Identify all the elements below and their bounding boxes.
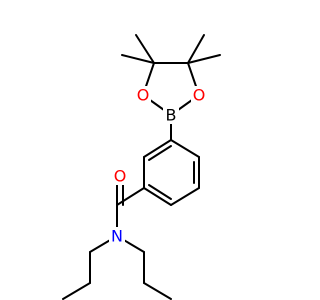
bond-layer: [62, 34, 221, 300]
atom-oxygen-left: O: [135, 86, 151, 105]
atom-label-boron: B: [166, 106, 177, 125]
atom-nitrogen: N: [109, 227, 125, 246]
atom-oxygen-right: O: [191, 86, 207, 105]
structure-diagram: B O O O N: [62, 34, 221, 300]
bond-ring-inner-b: [148, 184, 172, 200]
structure-canvas: B O O O N: [62, 34, 221, 300]
atom-label-carbonyl-oxygen: O: [114, 167, 127, 186]
bond-n-propyl-left-3: [62, 282, 91, 300]
bond-ring-3-4: [170, 187, 200, 206]
bond-ring-1-2: [170, 139, 200, 158]
bond-aryl-carbonyl: [116, 187, 145, 206]
bond-methyl-c5-up: [187, 34, 205, 64]
atom-label-oxygen-left: O: [137, 86, 150, 105]
bond-ring-6-1: [143, 139, 172, 158]
atom-label-oxygen-right: O: [193, 86, 206, 105]
atom-label-nitrogen: N: [111, 227, 123, 246]
atom-label-layer: B O O O N: [109, 86, 207, 246]
bond-n-propyl-right-3: [143, 282, 172, 300]
bond-methyl-c4-up: [135, 34, 155, 64]
atom-carbonyl-oxygen: O: [112, 167, 128, 186]
bond-ring-4-5: [143, 187, 172, 206]
atom-boron: B: [163, 106, 179, 125]
bond-methyl-c4-left: [121, 54, 155, 64]
bond-methyl-c5-right: [187, 54, 221, 64]
bond-ring-inner-c: [148, 145, 172, 161]
